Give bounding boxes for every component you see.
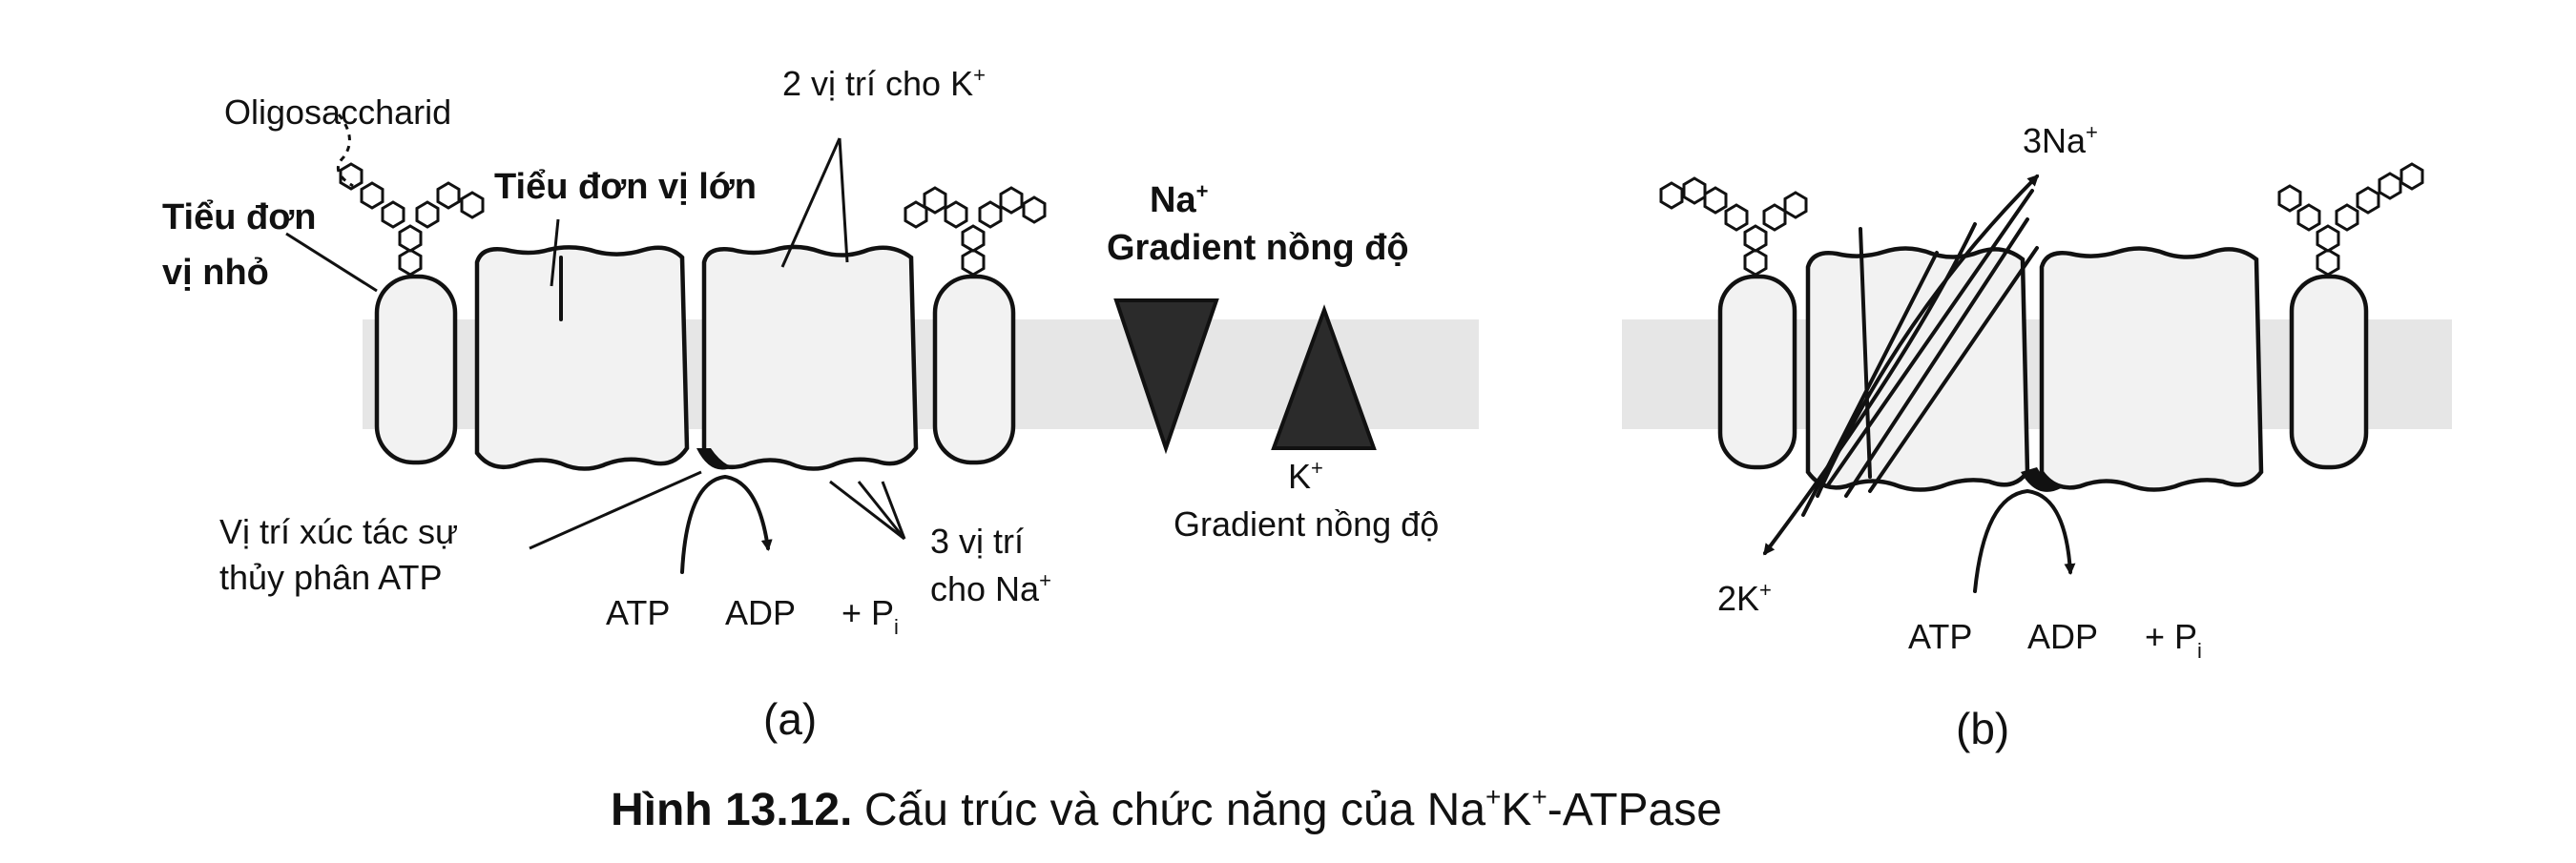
leader-k-site-1: [780, 137, 841, 268]
panel-b-label: (b): [1956, 704, 2009, 753]
figure-caption: Hình 13.12. Cấu trúc và chức năng của Na…: [611, 782, 1722, 835]
small-subunit-b-left: [1717, 274, 1797, 470]
label-na-sites-2: cho Na+: [930, 568, 1051, 608]
label-na-out: 3Na+: [2023, 120, 2098, 160]
label-atp-b: ATP: [1908, 617, 1972, 656]
oligosaccharide-left: [339, 162, 485, 281]
leader-large-subunit: [550, 218, 560, 287]
small-subunit-left: [374, 274, 458, 465]
large-subunit-1: [474, 245, 690, 471]
label-atp-a: ATP: [606, 593, 670, 632]
label-na-sites-1: 3 vị trí: [930, 522, 1024, 561]
k-gradient-triangle: [1271, 304, 1377, 450]
atp-hydrolysis-arrow-b: [1973, 489, 2076, 593]
label-adp-b: ADP: [2027, 617, 2098, 656]
k-flow-line: [1763, 222, 1977, 556]
label-adp-a: ADP: [725, 593, 796, 632]
panel-a: Oligosaccharid Tiểu đơn vị nhỏ Tiểu đơn …: [162, 63, 1479, 744]
oligosaccharide-b-left: [1659, 176, 1808, 281]
leader-k-site-2: [838, 137, 849, 263]
leader-catalytic: [529, 470, 702, 550]
small-subunit-b-right: [2289, 274, 2369, 470]
label-pi-a: + Pi: [841, 593, 899, 639]
leader-na-site-3: [881, 481, 906, 540]
oligosaccharide-b-right: [2277, 162, 2424, 281]
label-k-in: 2K+: [1717, 578, 1772, 618]
label-catalytic-1: Vị trí xúc tác sự: [219, 512, 458, 551]
label-na-gradient: Gradient nồng độ: [1107, 228, 1409, 268]
panel-b: 3Na+ 2K+ ATP ADP + Pi (b): [1622, 120, 2452, 753]
leader-small-subunit: [285, 232, 378, 293]
leader-na-site-2: [857, 481, 906, 540]
label-k-ion: K+: [1288, 456, 1323, 496]
label-oligosaccharide: Oligosaccharid: [224, 92, 451, 132]
na-gradient-triangle: [1113, 298, 1219, 455]
label-large-subunit: Tiểu đơn vị lớn: [494, 167, 757, 207]
catalytic-site-mark: [696, 448, 733, 470]
oligosaccharide-right: [904, 186, 1047, 281]
large-subunit-2: [701, 244, 919, 471]
leader-na-site-1: [829, 480, 905, 541]
label-small-subunit-2: vị nhỏ: [162, 253, 269, 293]
label-na-ion: Na+: [1150, 179, 1208, 220]
large-subunit-b-2: [2039, 246, 2264, 492]
label-k-gradient: Gradient nồng độ: [1174, 504, 1439, 544]
leader-oligosaccharide: [336, 113, 354, 188]
catalytic-site-mark-b: [2021, 467, 2061, 492]
panel-a-label: (a): [763, 694, 817, 744]
label-small-subunit-1: Tiểu đơn: [162, 197, 316, 237]
large-subunit-b-1: [1805, 246, 2030, 492]
label-catalytic-2: thủy phân ATP: [219, 558, 443, 597]
label-k-sites: 2 vị trí cho K+: [782, 63, 986, 103]
small-subunit-right: [932, 274, 1016, 465]
atp-hydrolysis-arrow-a: [680, 475, 773, 574]
label-pi-b: + Pi: [2145, 617, 2202, 663]
